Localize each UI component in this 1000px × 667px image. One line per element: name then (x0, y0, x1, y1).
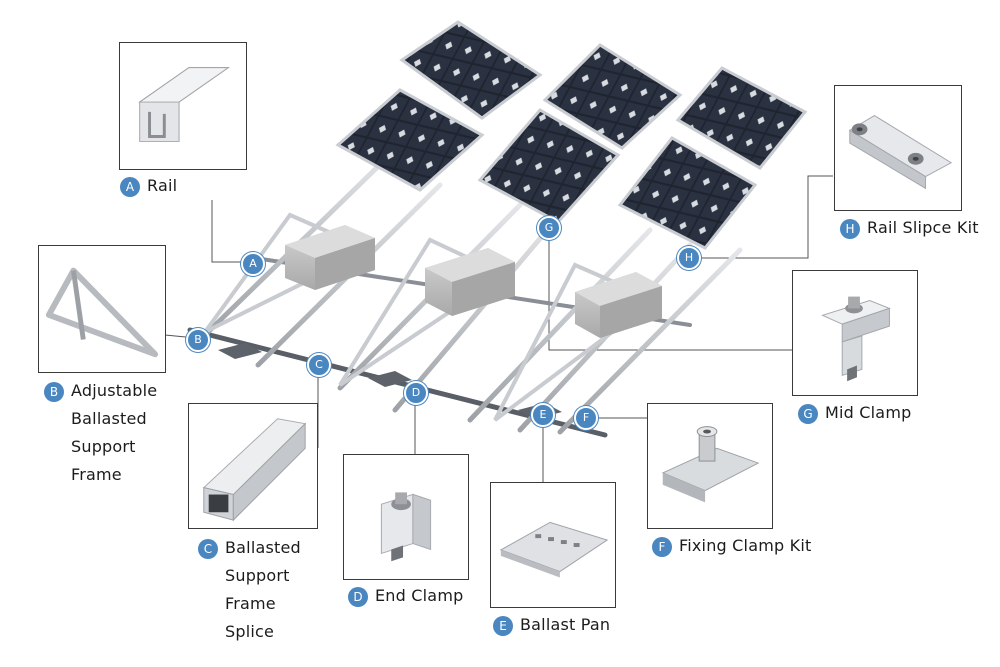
label-c-line-3: Frame (225, 594, 276, 613)
label-b: B Adjustable Ballasted Support Frame (44, 381, 157, 489)
label-a-line-1: Rail (147, 176, 178, 195)
marker-f[interactable]: F (574, 406, 598, 430)
triangle-support-frame-icon (45, 267, 159, 358)
label-b-line-1: Adjustable (71, 381, 158, 400)
rail-splice-kit-icon (848, 114, 953, 190)
leader-a (211, 200, 248, 263)
label-b-line-4: Frame (71, 465, 122, 484)
leader-h (689, 175, 833, 259)
marker-b[interactable]: B (186, 328, 210, 352)
marker-a[interactable]: A (241, 252, 265, 276)
inset-splice (188, 403, 318, 529)
inset-mid-clamp (792, 270, 918, 396)
label-e-line-1: Ballast Pan (520, 615, 611, 634)
label-h: H Rail Slipce Kit (840, 218, 979, 242)
marker-h[interactable]: H (677, 246, 701, 270)
label-e: E Ballast Pan (493, 615, 610, 639)
marker-d[interactable]: D (404, 381, 428, 405)
square-tube-splice-icon (202, 418, 307, 522)
marker-g[interactable]: G (537, 216, 561, 240)
inset-ballast-pan (490, 482, 616, 608)
label-f: F Fixing Clamp Kit (652, 536, 811, 560)
inset-end-clamp (343, 454, 469, 580)
badge-f: F (652, 537, 672, 557)
mid-clamp-icon (821, 296, 891, 382)
solar-panels (335, 20, 808, 250)
label-d: D End Clamp (348, 586, 463, 610)
label-b-line-3: Support (71, 437, 136, 456)
badge-c: C (198, 539, 218, 559)
badge-h: H (840, 219, 860, 239)
label-g-line-1: Mid Clamp (825, 403, 912, 422)
label-c-line-1: Ballasted (225, 538, 301, 557)
label-b-line-2: Ballasted (71, 409, 147, 428)
leader-lines (164, 175, 833, 482)
label-g: G Mid Clamp (798, 403, 911, 427)
ballast-blocks (285, 225, 662, 338)
inset-rail-splice-kit (834, 85, 962, 211)
end-clamp-icon (380, 492, 432, 562)
label-f-line-1: Fixing Clamp Kit (679, 536, 812, 555)
badge-b: B (44, 382, 64, 402)
label-a: A Rail (120, 176, 177, 200)
leader-g (548, 232, 792, 351)
label-c-line-2: Support (225, 566, 290, 585)
badge-e: E (493, 616, 513, 636)
marker-c[interactable]: C (307, 353, 331, 377)
label-c: C Ballasted Support Frame Splice (198, 538, 301, 646)
badge-d: D (348, 587, 368, 607)
marker-e[interactable]: E (531, 403, 555, 427)
rail-profile-icon (138, 67, 230, 142)
badge-a: A (120, 177, 140, 197)
label-c-line-4: Splice (225, 622, 275, 641)
fixing-clamp-kit-icon (661, 426, 760, 503)
badge-g: G (798, 404, 818, 424)
inset-support-frame (38, 245, 166, 373)
label-h-line-1: Rail Slipce Kit (867, 218, 979, 237)
inset-rail (119, 42, 247, 170)
ballast-pan-icon (499, 521, 609, 578)
inset-fixing-clamp-kit (647, 403, 773, 529)
label-d-line-1: End Clamp (375, 586, 464, 605)
